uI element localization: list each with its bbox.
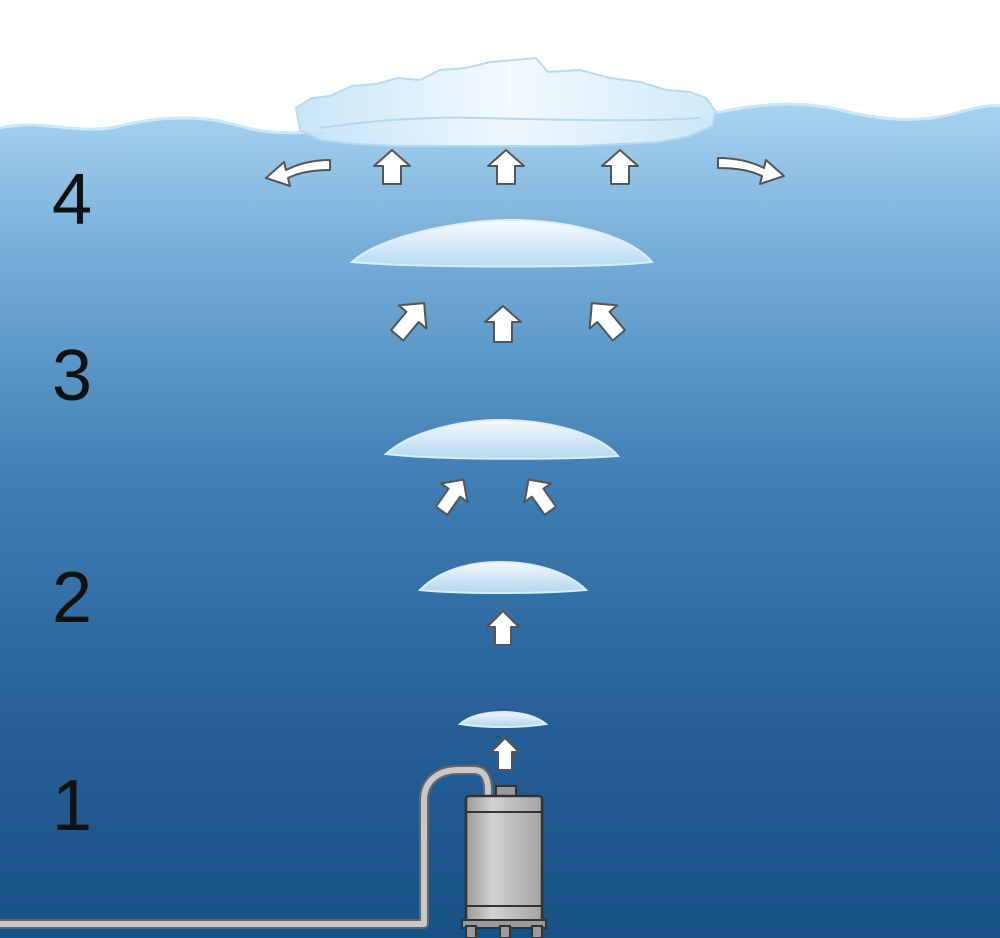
- curved-arrow-icon: [523, 478, 558, 516]
- stage-label-2: 2: [52, 558, 93, 638]
- curved-arrow-icon: [717, 157, 785, 185]
- plume-layer-upper: [349, 218, 654, 268]
- water-body: [0, 104, 1000, 938]
- plume-layer-bottom: [457, 710, 549, 728]
- pump-icon: [461, 785, 547, 938]
- surface-boil: [294, 56, 718, 147]
- up-arrow-icon: [484, 305, 522, 343]
- up-arrow-icon: [486, 610, 520, 646]
- stage-label-3: 3: [52, 336, 93, 416]
- hose-highlight: [0, 767, 491, 927]
- up-arrow-icon: [490, 737, 520, 771]
- plume-layer-middle: [383, 418, 621, 460]
- stage-label-1: 1: [52, 766, 93, 846]
- surface-boil-inner: [319, 116, 701, 129]
- stage-label-4: 4: [52, 160, 93, 240]
- curved-arrow-icon: [390, 302, 428, 342]
- curved-arrow-icon: [265, 159, 331, 187]
- curved-arrow-icon: [588, 302, 626, 342]
- up-arrow-icon: [373, 149, 411, 185]
- up-arrow-icon: [601, 149, 639, 185]
- curved-arrow-icon: [434, 478, 469, 516]
- up-arrow-icon: [487, 149, 525, 185]
- plume-layer-lower: [417, 560, 589, 594]
